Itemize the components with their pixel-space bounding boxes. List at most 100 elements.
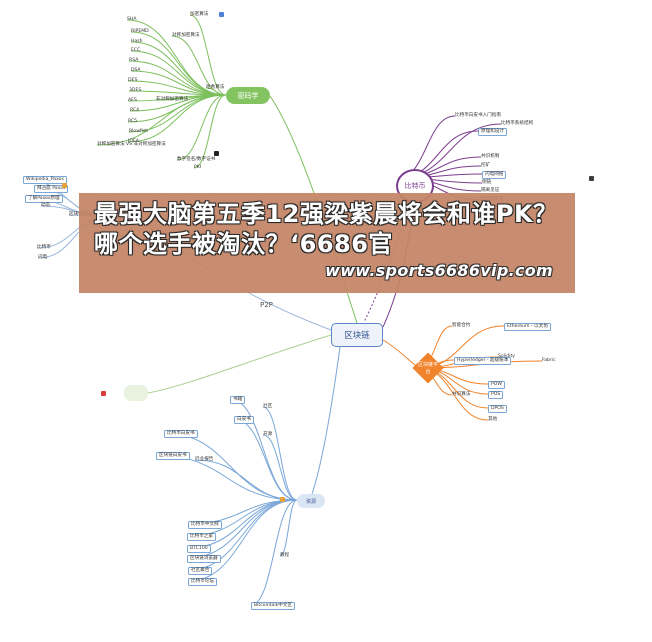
crypto-item[interactable]: RC4 (130, 108, 140, 113)
trunk-link (311, 346, 341, 495)
crypto-link (193, 94, 227, 169)
resources-item[interactable]: 社区 (263, 404, 273, 409)
crypto-item[interactable]: 3DES (129, 88, 142, 93)
platform-item[interactable]: POS (488, 391, 504, 399)
trunk-link (147, 334, 332, 394)
folder-icon (62, 183, 67, 188)
resources-node[interactable]: 资源 (297, 494, 325, 508)
resources-item[interactable]: 比特币论坛 (188, 578, 217, 586)
crypto-link (96, 94, 227, 146)
resources-link (262, 406, 298, 501)
blockchain-hub-node[interactable]: 区块链 (331, 323, 383, 347)
resources-item[interactable]: BTC100 (187, 545, 211, 553)
crypto-item[interactable]: RSA (129, 58, 139, 63)
bitcoin-link (397, 115, 456, 179)
crypto-item[interactable]: DSA (131, 68, 141, 73)
crypto-item[interactable]: 对称加密算法 VS 非对称加密算法 (97, 142, 166, 147)
warning-icon (101, 391, 106, 396)
platform-item[interactable]: 智能合约 (452, 323, 471, 328)
crypto-link (130, 31, 227, 96)
crypto-link (127, 94, 227, 143)
resources-link (194, 459, 298, 501)
platform-item[interactable]: Hyperledger - 超级账本 (454, 357, 512, 365)
bitcoin-item[interactable]: 侧链 (482, 180, 492, 185)
resources-link (262, 434, 298, 501)
resources-link (250, 499, 298, 606)
bitcoin-item[interactable]: 隔离见证 (481, 188, 500, 193)
left_misc-item[interactable]: Wikipedia_Paxos (23, 176, 67, 184)
history-node[interactable] (124, 385, 148, 401)
resources-item[interactable]: 书籍 (230, 396, 246, 404)
crypto-link (189, 14, 227, 96)
star-icon (589, 176, 594, 181)
crypto-link (176, 94, 227, 161)
crypto-link (130, 41, 227, 96)
crypto-item[interactable]: 哈希算法 (206, 85, 225, 90)
crypto-item[interactable]: DES (128, 78, 138, 83)
crypto-item[interactable]: 数字签名/数字证书 (177, 157, 216, 162)
resources-item[interactable]: 开源 (263, 432, 273, 437)
platform-item[interactable]: DPOS (488, 405, 507, 413)
resources-item[interactable]: 社区聚合 (188, 567, 213, 575)
left_misc-item[interactable]: 拜占庭 Paxos (34, 185, 69, 193)
left_misc-item[interactable]: 比特币 (37, 245, 51, 250)
left_misc-item[interactable]: 闪电 (38, 255, 48, 260)
platform-item[interactable]: Fabric (542, 358, 556, 363)
p2p-node[interactable]: P2P (260, 301, 273, 309)
crypto-item[interactable]: 对称加密算法 (172, 33, 200, 38)
platform-item[interactable]: 共识算法 (452, 392, 471, 397)
crypto-item[interactable]: IDEA (128, 139, 139, 144)
crypto-node[interactable]: 密码学 (226, 87, 270, 104)
platform-node-label: 区块链平台 (417, 362, 438, 375)
trunk-link (382, 339, 420, 369)
bitcoin-item[interactable]: 共识机制 (481, 154, 500, 159)
platform-item[interactable]: Ethereum - 以太坊 (504, 323, 551, 331)
resources-link (155, 454, 298, 501)
bitcoin-item[interactable]: 比特币系统结构 (501, 121, 534, 126)
platform-item[interactable]: POW (488, 381, 505, 389)
resources-item[interactable]: 教程 (280, 553, 290, 558)
headline-text: 最强大脑第五季12强梁紫晨将会和谁PK？哪个选手被淘汰？‘6686官 (94, 200, 558, 258)
resources-item[interactable]: 比特币之家 (187, 533, 216, 541)
resources-node-label: 资源 (305, 498, 316, 505)
platform-item[interactable]: Solidity (498, 354, 515, 359)
crypto-item[interactable]: ECC (131, 48, 141, 53)
crypto-link (130, 50, 227, 96)
crypto-node-label: 密码学 (237, 91, 259, 100)
resources-item[interactable]: 区块链浏览器 (187, 555, 221, 563)
crypto-item[interactable]: Hash (131, 39, 143, 44)
left_misc-item[interactable]: 动态 (41, 203, 51, 208)
crypto-item[interactable]: 加密算法 (190, 12, 209, 17)
pen-icon (214, 151, 219, 156)
resources-item[interactable]: 比特币白皮书 (164, 430, 198, 438)
bitcoin-item[interactable]: 闪电网络 (482, 171, 507, 179)
crypto-item[interactable]: SHA (127, 17, 137, 22)
resources-item[interactable]: 区块链白皮书 (156, 452, 190, 460)
resources-link (186, 499, 298, 537)
lightbulb-icon (280, 497, 285, 502)
platform-item[interactable]: 其他 (488, 417, 498, 422)
headline-banner: 最强大脑第五季12强梁紫晨将会和谁PK？哪个选手被淘汰？‘6686官 www.s… (79, 193, 575, 293)
resources-item[interactable]: Bitcointalk中文区 (251, 602, 296, 610)
crypto-item[interactable]: AES (128, 98, 137, 103)
left_misc-item[interactable]: 了解Paxos原理 (25, 195, 63, 203)
bitcoin-item[interactable]: 挖矿 (481, 163, 491, 168)
crypto-item[interactable]: Blowfish (129, 129, 149, 134)
resources-item[interactable]: 行业报告 (195, 457, 214, 462)
bitcoin-item[interactable]: 比特币白皮书入门指南 (455, 113, 501, 118)
crypto-item[interactable]: RIPEMD (131, 29, 149, 34)
bitcoin-item[interactable]: 原理和设计 (478, 128, 507, 136)
crypto-item[interactable]: PKI (194, 165, 202, 170)
bitcoin-node-label: 比特币 (404, 182, 426, 190)
website-watermark[interactable]: www.sports6686vip.com (325, 261, 553, 280)
resources-link (187, 499, 298, 582)
crypto-item[interactable]: RC5 (128, 119, 138, 124)
resources-link (279, 499, 298, 557)
resources-item[interactable]: 比特币中文网 (188, 521, 222, 529)
crypto-item[interactable]: 非对称加密算法 (156, 97, 189, 102)
blockchain-hub-label: 区块链 (344, 331, 370, 341)
resources-item[interactable]: 白皮书 (234, 416, 254, 424)
resources-link (163, 432, 298, 501)
